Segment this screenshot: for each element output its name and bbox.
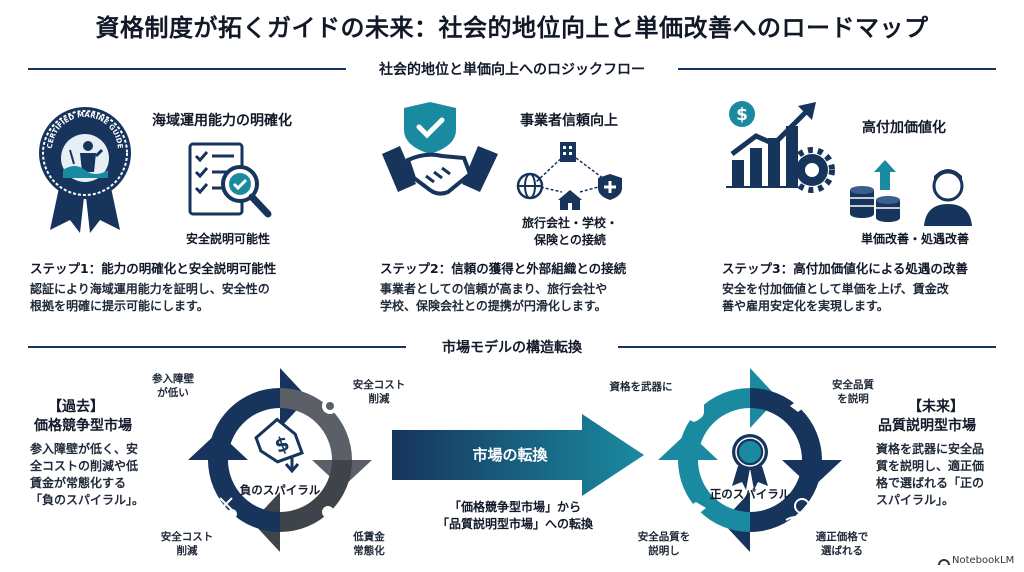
section-divider-right: [678, 68, 996, 70]
step1-caption: 安全説明可能性: [185, 232, 270, 246]
future-node-bottom-left-1: 安全品質を: [637, 531, 691, 543]
past-node-bottom-right-1: 低賃金: [353, 531, 385, 543]
step2-caption-line2: 保険との接続: [534, 233, 606, 247]
step2-title: ステップ2：信頼の獲得と外部組織との接続: [380, 261, 627, 276]
step2-caption-line1: 旅行会社・学校・: [521, 216, 618, 230]
future-desc-1: 資格を武器に安全品: [876, 442, 985, 456]
step1-desc-line2: 根拠を明確に提示可能にします。: [30, 299, 209, 313]
svg-text:$: $: [736, 105, 748, 125]
past-label: 【過去】: [48, 399, 104, 415]
future-node-top-left-1: 資格を武器に: [609, 381, 673, 393]
step1-heading: 海域運用能力の明確化: [152, 113, 292, 129]
step3-desc-line2: 善や雇用安定化を実現します。: [722, 299, 889, 313]
future-label: 【未来】: [908, 399, 964, 415]
certified-badge-icon: CERTIFIED MARINE GUIDE: [39, 107, 131, 233]
past-node-top-right-2: 削減: [368, 393, 390, 405]
section-logic-title: 社会的地位と単価向上へのロジックフロー: [346, 59, 678, 79]
section2-divider-left: [28, 346, 406, 348]
past-node-top-right-1: 安全コスト: [352, 379, 406, 391]
future-node-top-right-1: 安全品質: [832, 379, 874, 391]
step2-heading: 事業者信頼向上: [520, 113, 618, 129]
future-node-bottom-right-2: 選ばれる: [821, 545, 863, 557]
positive-spiral-cycle: [658, 368, 842, 552]
past-node-bottom-left-1: 安全コスト: [160, 531, 214, 543]
future-node-bottom-left-2: 説明し: [648, 545, 680, 557]
partner-network-icon: [516, 142, 622, 210]
past-desc-2: 全コストの削減や低: [30, 459, 139, 473]
past-node-bottom-right-2: 常態化: [353, 545, 385, 557]
growth-chart-gear-icon: $: [726, 101, 835, 193]
past-desc-1: 参入障壁が低く、安: [30, 442, 139, 456]
page-title: 資格制度が拓くガイドの未来：社会的地位向上と単価改善へのロードマップ: [95, 14, 929, 42]
past-node-bottom-left-2: 削減: [176, 545, 198, 557]
past-title: 価格競争型市場: [34, 418, 132, 434]
notebooklm-logo-icon: [938, 559, 950, 566]
transition-caption-line2: 「品質説明型市場」への転換: [436, 517, 593, 531]
future-node-bottom-right-1: 適正価格で: [815, 531, 869, 543]
past-desc-4: 「負のスパイラル」。: [30, 493, 145, 507]
positive-spiral-label: 正のスパイラル: [709, 487, 791, 501]
negative-spiral-cycle: $: [188, 368, 372, 552]
step2-desc-line2: 学校、保険会社との提携が円滑化します。: [380, 299, 607, 313]
step3-caption: 単価改善・処遇改善: [860, 232, 969, 246]
past-desc-3: 賃金が常態化する: [30, 476, 127, 490]
brand-label: NotebookLM: [952, 555, 1015, 566]
market-shift-arrow: [392, 414, 644, 496]
negative-spiral-label: 負のスパイラル: [239, 483, 321, 497]
handshake-shield-icon: [382, 102, 498, 196]
future-desc-2: 質を説明し、適正価: [876, 459, 985, 473]
market-shift-label: 市場の転換: [472, 446, 548, 464]
step3-heading: 高付加価値化: [862, 120, 946, 136]
section2-divider-right: [618, 346, 996, 348]
section-market-title: 市場モデルの構造転換: [406, 337, 618, 357]
future-desc-4: スパイラル」。: [876, 493, 955, 507]
future-title: 品質説明型市場: [878, 418, 976, 434]
past-node-top-left-2: が低い: [157, 387, 189, 399]
step1-desc-line1: 認証により海域運用能力を証明し、安全性の: [30, 282, 270, 296]
past-node-top-left-1: 参入障壁: [152, 373, 194, 385]
step1-title: ステップ1：能力の明確化と安全説明可能性: [30, 261, 277, 276]
future-node-top-right-2: を説明: [837, 393, 869, 405]
step2-desc-line1: 事業者としての信頼が高まり、旅行会社や: [380, 282, 608, 296]
coins-arrow-person-icon: [850, 160, 972, 226]
step3-desc-line1: 安全を付加価値として単価を上げ、賃金改: [722, 282, 949, 296]
section-divider-left: [28, 68, 346, 70]
step3-title: ステップ3：高付加価値化による処遇の改善: [722, 261, 968, 276]
future-desc-3: 格で選ばれる「正の: [876, 476, 985, 490]
transition-caption-line1: 「価格競争型市場」から: [448, 500, 581, 514]
safety-checklist-icon: [188, 142, 272, 218]
